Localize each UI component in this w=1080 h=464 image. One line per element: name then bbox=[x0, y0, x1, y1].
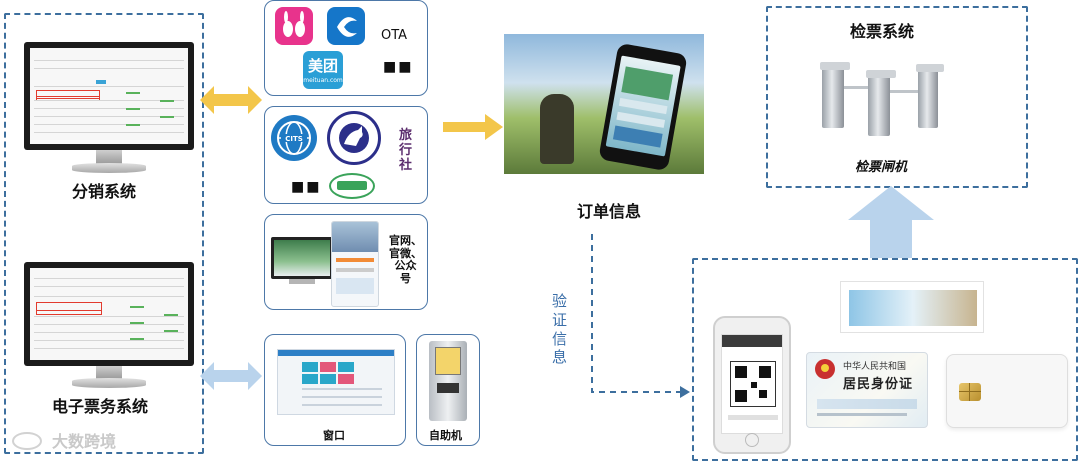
yellow-right-arrow bbox=[443, 114, 503, 140]
green-agency-logo-icon bbox=[329, 173, 375, 199]
national-emblem-icon bbox=[815, 359, 835, 379]
distribution-system-label: 分销系统 bbox=[72, 182, 137, 201]
agency-more-dots: ■■ bbox=[291, 179, 322, 195]
official-label-line: 官网、 bbox=[389, 234, 422, 247]
agency-label-char: 社 bbox=[399, 157, 413, 173]
meituan-text: 美团 bbox=[307, 57, 338, 75]
left-systems-panel bbox=[4, 13, 204, 454]
agency-label-char: 行 bbox=[399, 142, 413, 158]
chip-icon bbox=[959, 383, 981, 401]
watermark: 大数跨境 bbox=[52, 432, 117, 451]
distribution-screen bbox=[24, 42, 194, 150]
scenic-ticket-image bbox=[840, 281, 984, 333]
hiker-figure bbox=[540, 94, 574, 164]
kiosk-label: 自助机 bbox=[429, 429, 462, 442]
meituan-subtext: meituan.com bbox=[303, 77, 343, 84]
turnstile-gate-icon bbox=[820, 56, 972, 140]
order-info-label: 订单信息 bbox=[577, 202, 642, 221]
ticket-window-box: 窗口 bbox=[264, 334, 406, 446]
official-phone-icon bbox=[331, 221, 379, 307]
kiosk-machine-icon bbox=[429, 341, 467, 421]
verification-media-panel bbox=[692, 258, 1078, 461]
id-card-country: 中华人民共和国 bbox=[843, 362, 907, 372]
cits-logo-icon: CITS bbox=[271, 115, 317, 161]
verification-info-label: 验 证 信 息 bbox=[552, 292, 567, 367]
turnstile-gate-label: 检票闸机 bbox=[855, 160, 908, 175]
kiosk-box: 自助机 bbox=[416, 334, 480, 446]
agency-label-char: 旅 bbox=[399, 128, 413, 143]
official-channels-label: 官网、 官微、 公众 号 bbox=[389, 234, 422, 286]
ota-more-dots: ■■ bbox=[383, 59, 414, 75]
official-channels-box: 官网、 官微、 公众 号 bbox=[264, 214, 428, 310]
svg-text:CITS: CITS bbox=[285, 135, 303, 143]
official-label-line: 官微、 bbox=[389, 246, 422, 260]
ota-label: OTA bbox=[381, 28, 408, 43]
official-label-line: 号 bbox=[400, 271, 411, 285]
verify-label-char: 证 bbox=[552, 310, 568, 329]
ota-channel-box: 美团 meituan.com OTA ■■ bbox=[264, 0, 428, 96]
meituan-logo-icon: 美团 meituan.com bbox=[303, 51, 343, 89]
window-software-screenshot bbox=[277, 349, 395, 415]
qr-code-phone-icon bbox=[713, 316, 791, 454]
ticketing-monitor bbox=[24, 262, 194, 392]
ticketing-system-label: 电子票务系统 bbox=[52, 397, 149, 416]
ticketing-screen bbox=[24, 262, 194, 366]
id-card-title: 居民身份证 bbox=[843, 377, 914, 392]
blue-up-arrow bbox=[848, 186, 934, 258]
ticket-check-system-label: 检票系统 bbox=[850, 22, 915, 41]
cts-horse-logo-icon bbox=[327, 111, 381, 165]
ic-smart-card bbox=[946, 354, 1068, 428]
id-card: 中华人民共和国 居民身份证 bbox=[806, 352, 928, 428]
blue-double-arrow bbox=[200, 362, 262, 390]
mobile-order-photo bbox=[504, 34, 704, 174]
rabbit-logo-icon bbox=[275, 7, 313, 45]
official-laptop-icon bbox=[271, 237, 333, 279]
travel-agency-label: 旅 行 社 bbox=[399, 128, 413, 174]
verify-label-char: 信 bbox=[552, 329, 568, 348]
travel-agency-box: CITS ■■ 旅 行 社 bbox=[264, 106, 428, 204]
watermark-icon bbox=[12, 432, 42, 450]
ctrip-logo-icon bbox=[327, 7, 365, 45]
verify-label-char: 验 bbox=[552, 292, 568, 310]
ticket-check-system-panel bbox=[766, 6, 1028, 188]
verification-connector bbox=[591, 234, 690, 398]
yellow-double-arrow bbox=[200, 86, 262, 114]
window-label: 窗口 bbox=[323, 429, 345, 442]
distribution-monitor bbox=[24, 42, 194, 177]
verify-label-char: 息 bbox=[552, 348, 568, 367]
official-label-line: 公众 bbox=[394, 259, 417, 273]
